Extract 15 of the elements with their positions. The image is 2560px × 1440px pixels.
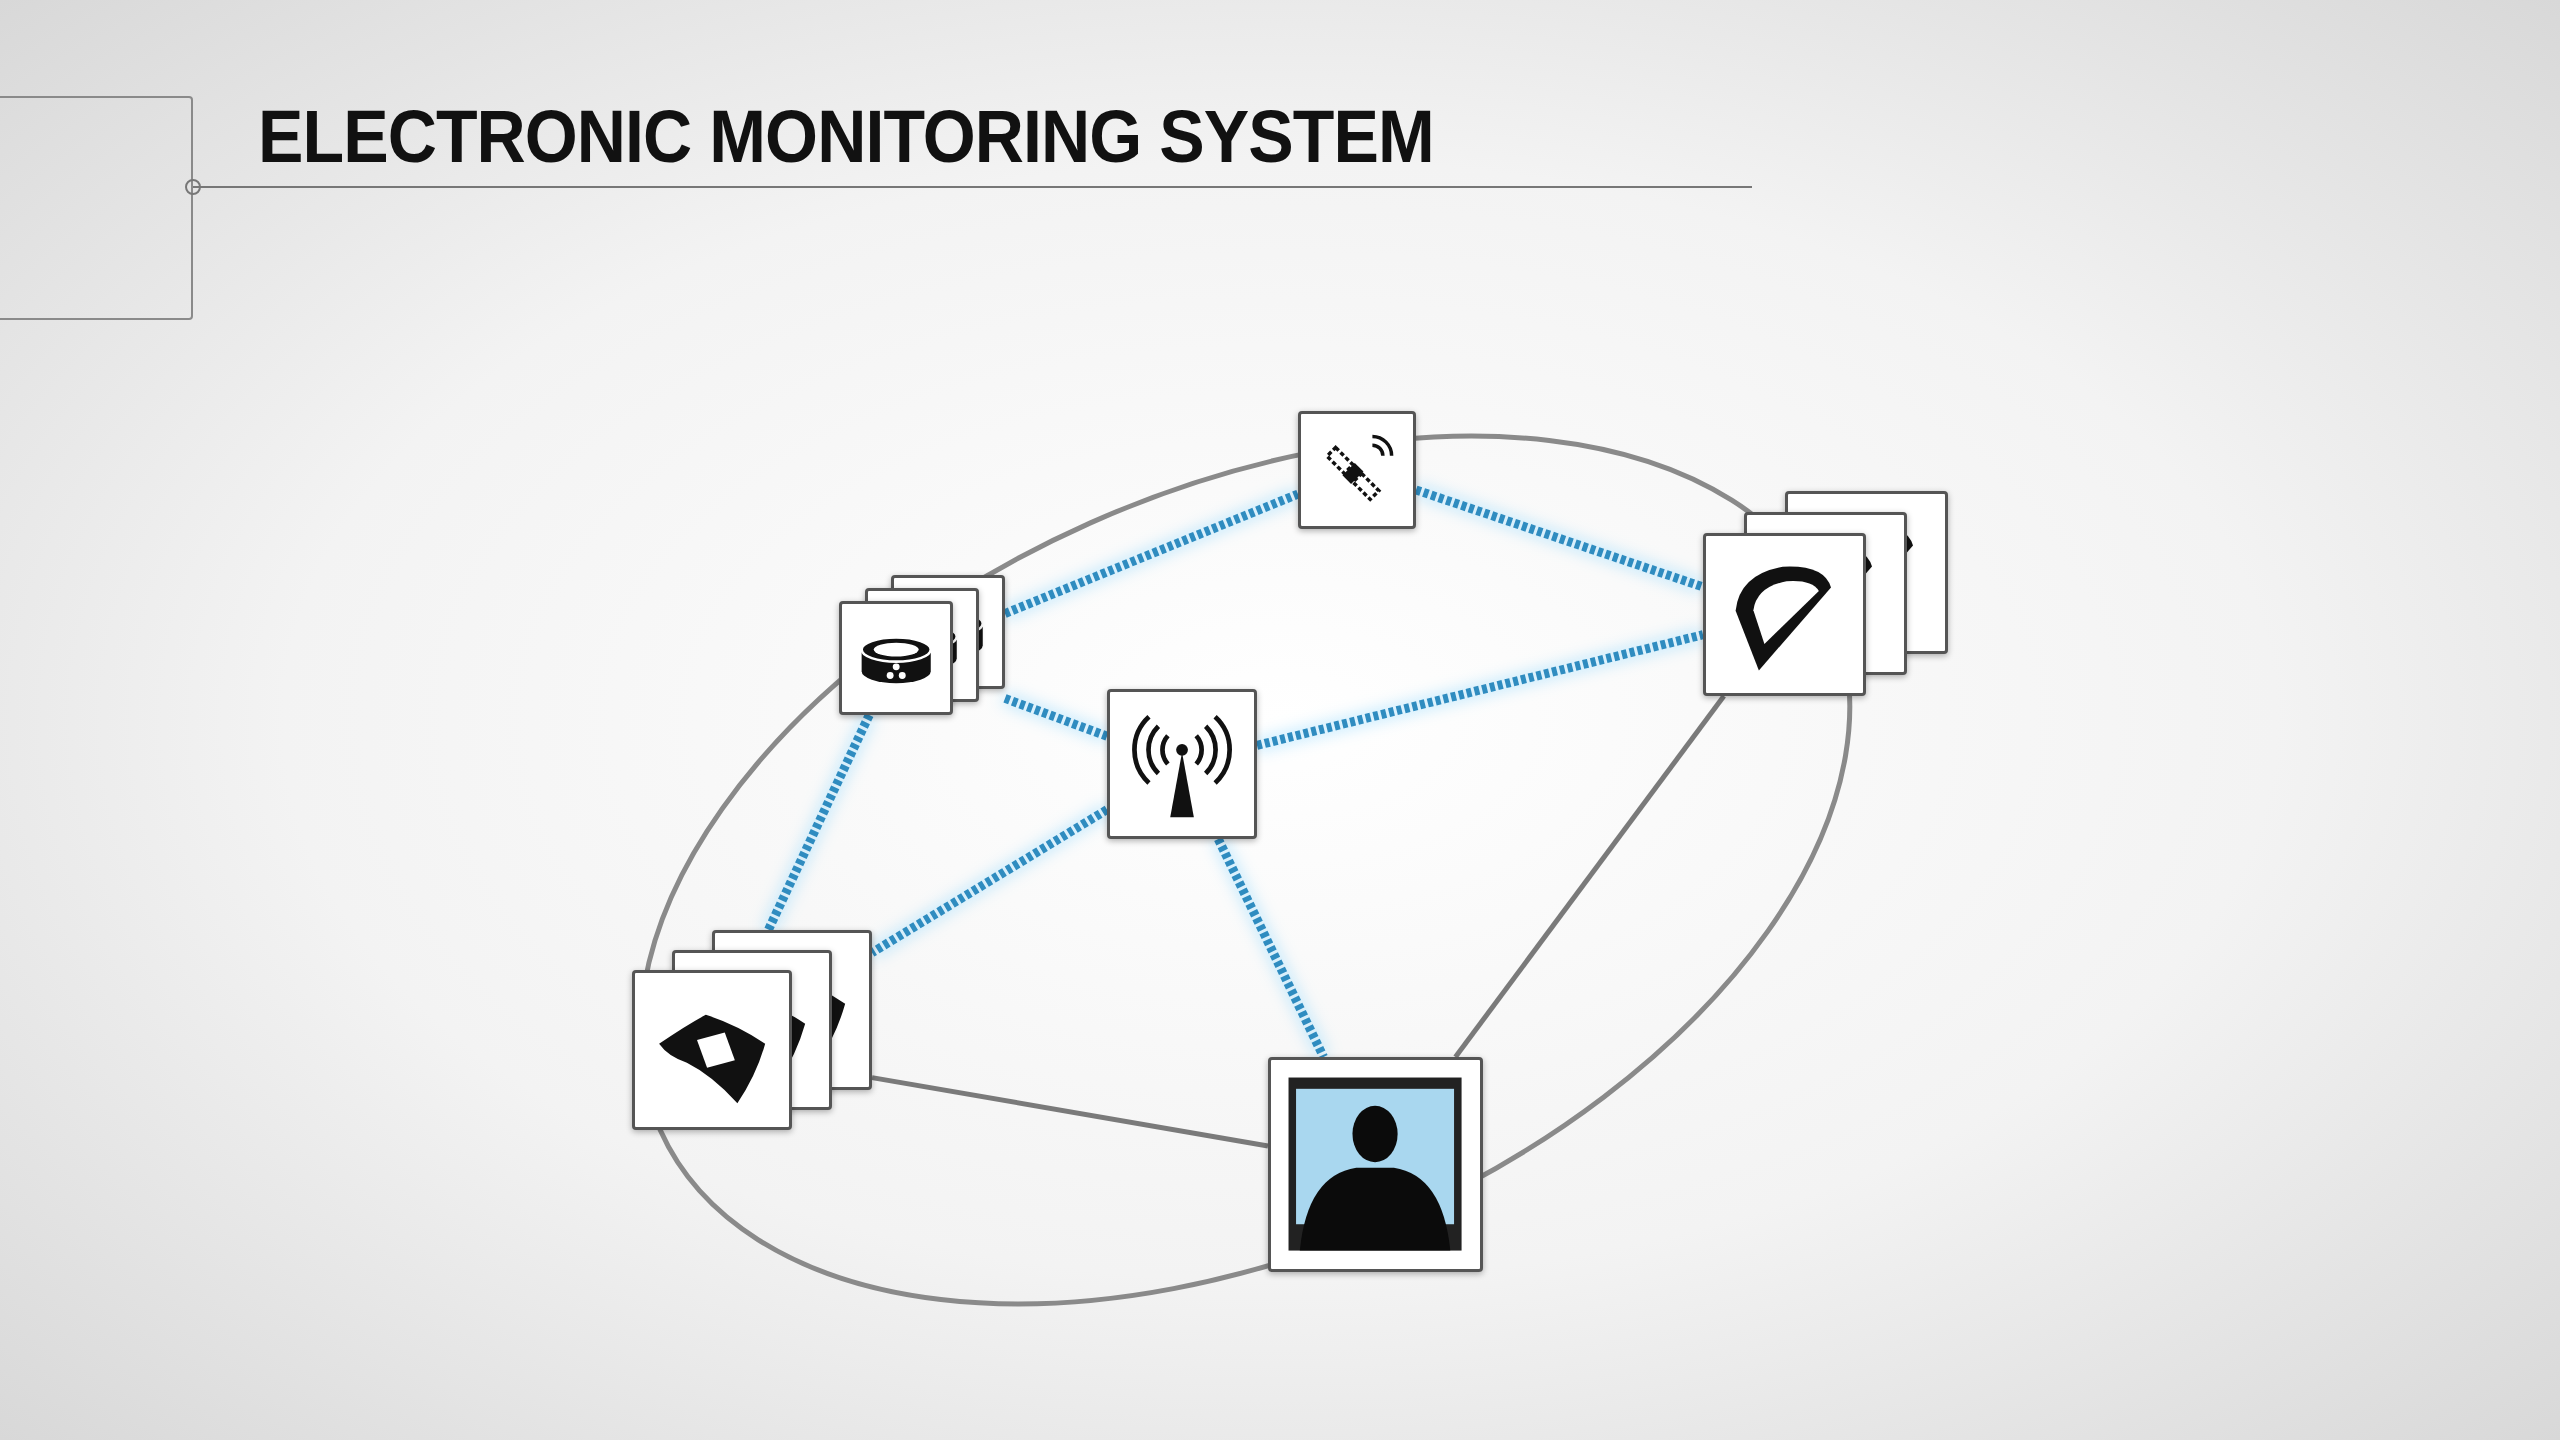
link-line [1453,694,1726,1059]
dashed-link-line [1214,837,1328,1059]
antenna-tile [1107,689,1257,839]
dashed-link-line [1003,489,1300,618]
dashed-link-line [1003,694,1109,741]
dashed-link-line [764,713,874,932]
ankle-bracelet-tile-stack [839,575,1005,715]
patch-tile-stack [632,930,872,1130]
title: ELECTRONIC MONITORING SYSTEM [258,100,1434,174]
dashed-link-line [1414,485,1705,592]
satellite-tile [1298,411,1416,529]
link-line [871,1075,1269,1149]
monitoring-station-tile [1268,1057,1483,1272]
dashed-link-line [1255,630,1705,750]
handheld-device-tile-stack [1703,491,1948,696]
